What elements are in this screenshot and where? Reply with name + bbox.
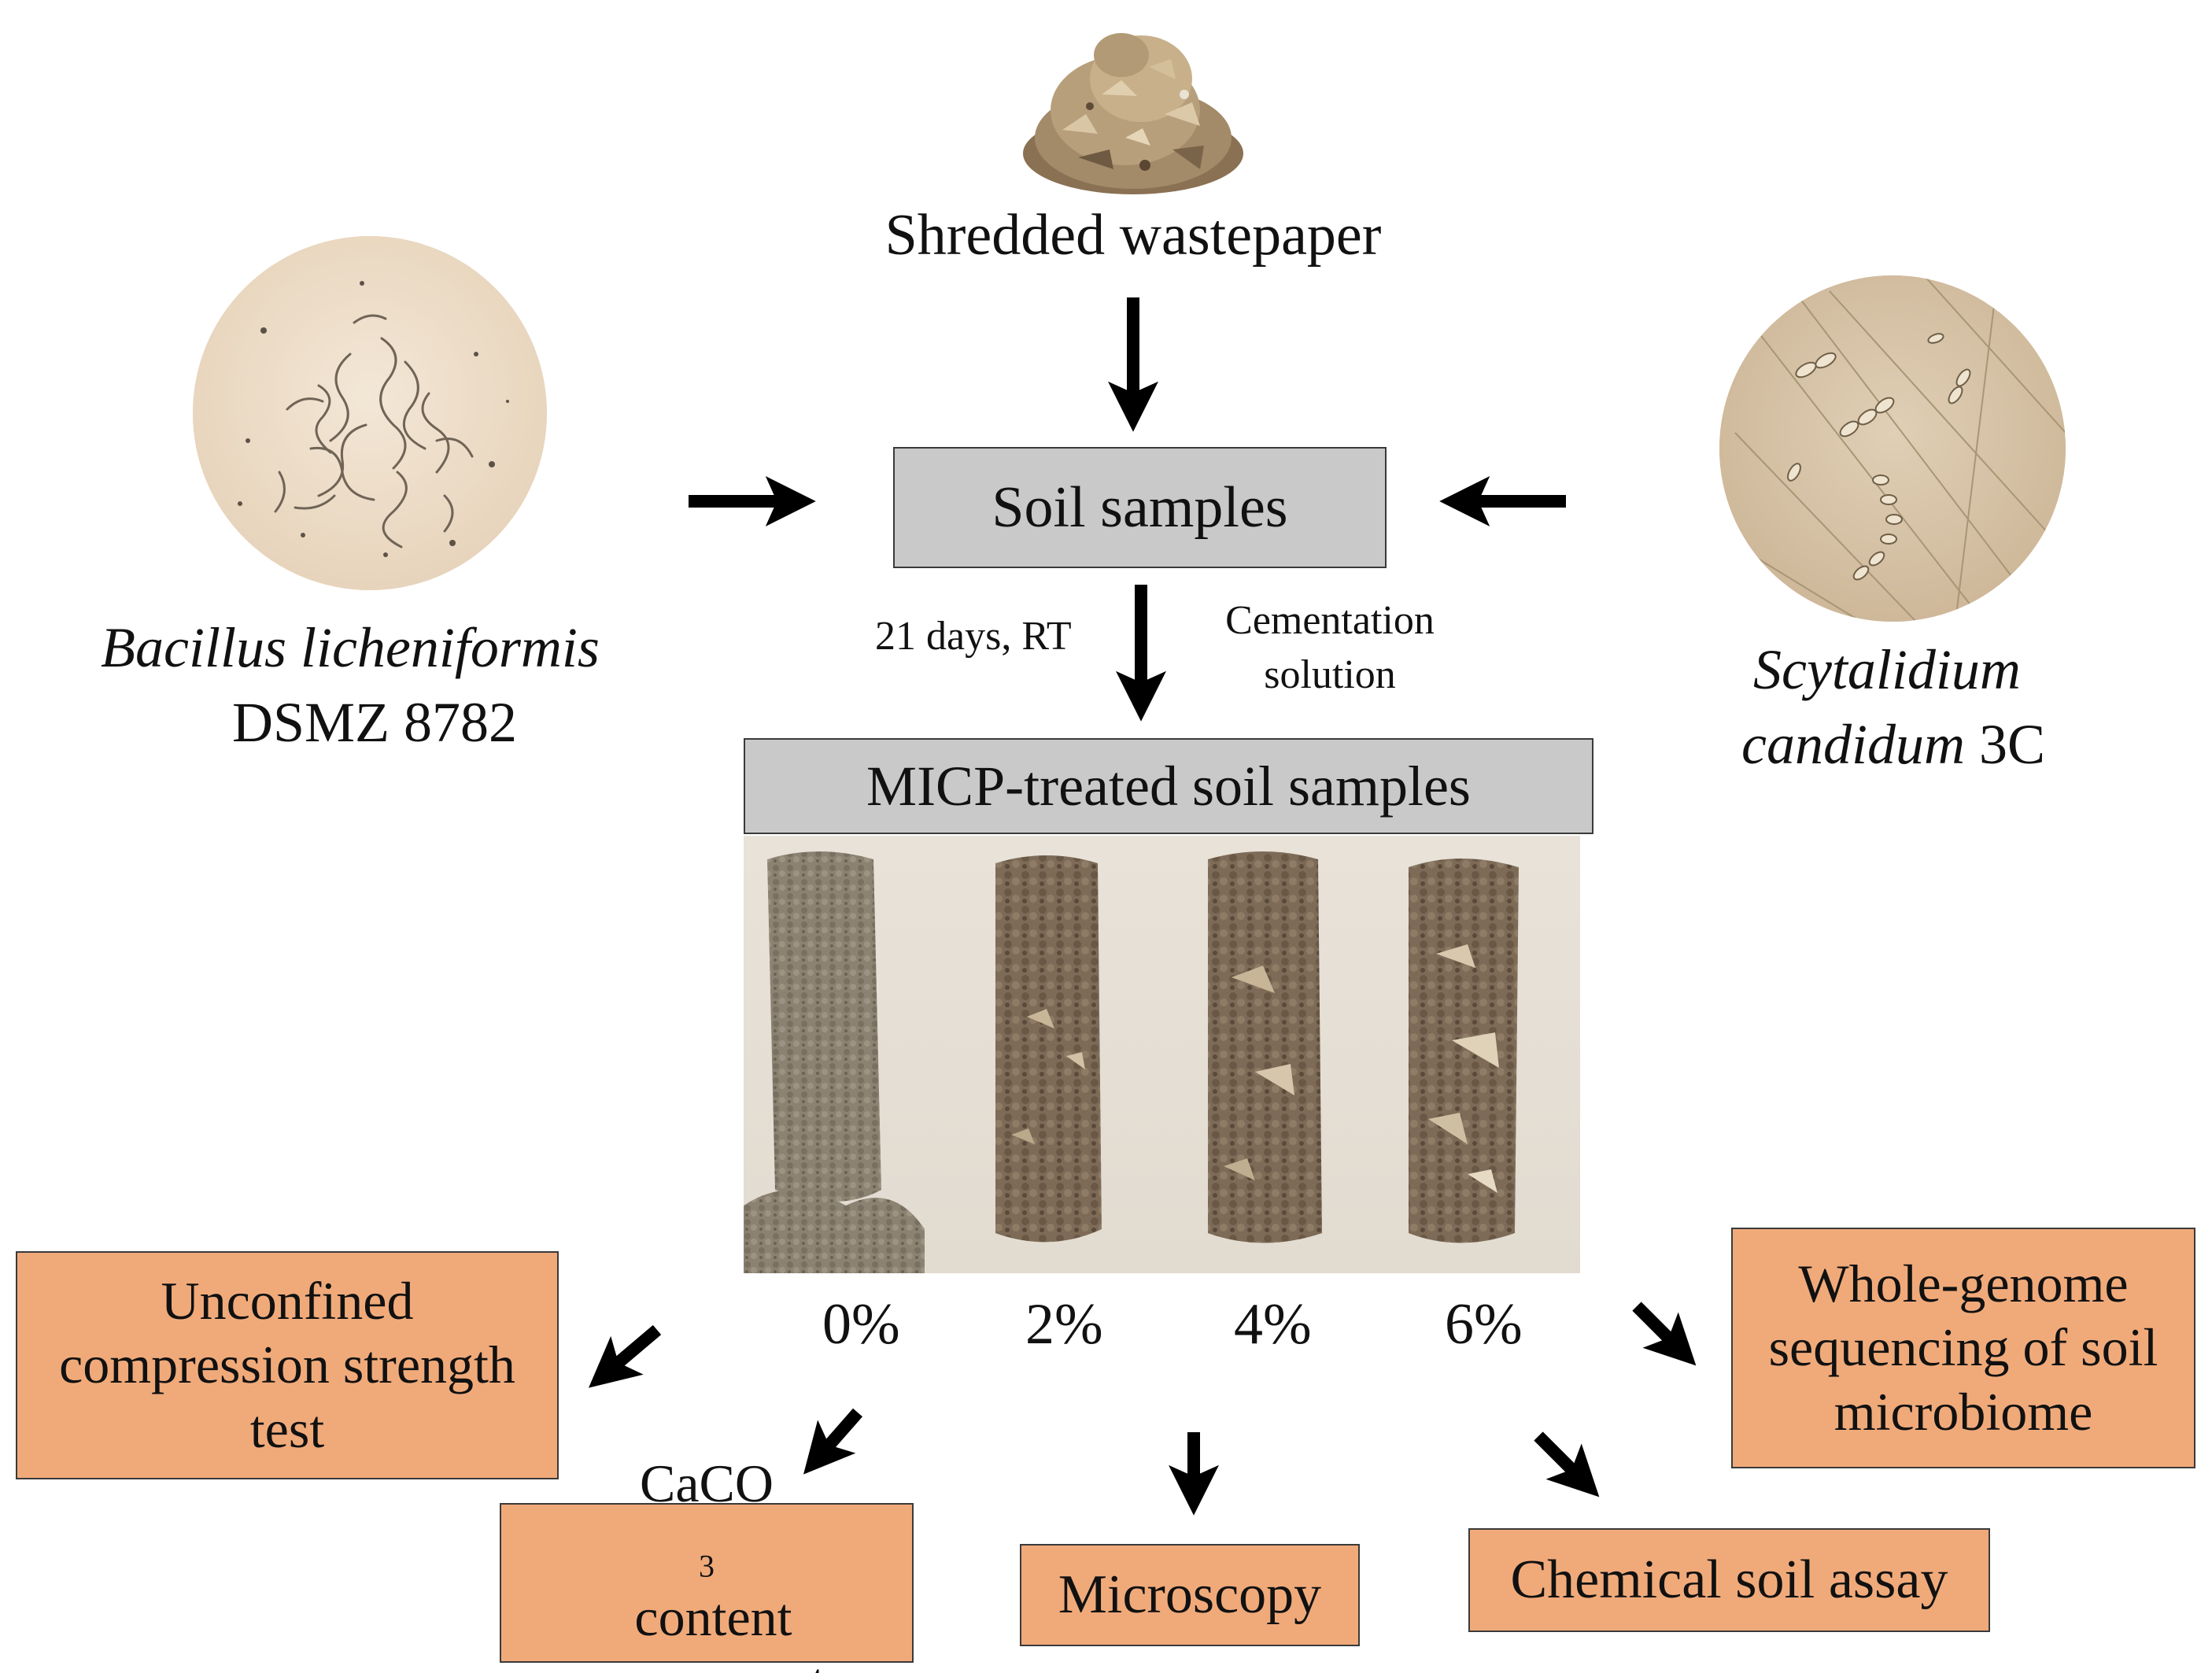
cylinder-6-percent — [1409, 859, 1519, 1243]
cementation-note-line1: Cementation — [1225, 598, 1435, 643]
cementation-note-line2: solution — [1264, 652, 1396, 697]
percent-label-6: 6% — [1445, 1292, 1523, 1357]
bacillus-name: Bacillus licheniformis — [101, 616, 600, 679]
microscopy-box: Microscopy — [1020, 1544, 1360, 1646]
arrow-to-chemical — [1534, 1431, 1600, 1498]
scytalidium-micrograph — [1719, 275, 2066, 622]
caco3-suffix: content — [621, 1587, 792, 1647]
soil-samples-box: Soil samples — [893, 447, 1387, 568]
soil-cylinders-photo — [744, 836, 1580, 1273]
percent-label-2: 2% — [1025, 1292, 1103, 1357]
scytalidium-strain: 3C — [1978, 713, 2045, 776]
percent-label-4: 4% — [1234, 1292, 1312, 1357]
percent-label-0: 0% — [822, 1292, 900, 1357]
scytalidium-genus: Scytalidium — [1753, 638, 2021, 701]
chemical-assay-label: Chemical soil assay — [1510, 1549, 1948, 1610]
arrow-to-ucs — [589, 1324, 662, 1388]
treatment-time-note: 21 days, RT — [875, 614, 1072, 659]
cylinder-2-percent — [995, 855, 1102, 1243]
shredded-wastepaper-image — [1015, 20, 1251, 197]
wgs-line-3: microbiome — [1833, 1381, 2093, 1442]
caco3-subscript: 3 — [699, 1549, 715, 1584]
microscopy-label: Microscopy — [1058, 1564, 1322, 1625]
wgs-box: Whole-genome sequencing of soil microbio… — [1731, 1228, 2195, 1468]
shredded-wastepaper-label: Shredded wastepaper — [884, 203, 1382, 268]
chemical-assay-box: Chemical soil assay — [1468, 1528, 1990, 1632]
bacillus-strain: DSMZ 8782 — [232, 691, 518, 754]
micp-treated-box: MICP-treated soil samples — [744, 738, 1593, 834]
ucs-line-2: compression strength — [59, 1335, 515, 1395]
caco3-line-1: CaCO 3 content — [621, 1452, 792, 1650]
wgs-line-2: sequencing of soil — [1768, 1317, 2158, 1378]
arrow-to-caco3 — [803, 1408, 863, 1475]
bacillus-micrograph — [193, 236, 547, 590]
ucs-line-3: test — [249, 1398, 325, 1459]
caco3-line-2: assessment — [588, 1650, 825, 1673]
scytalidium-species-line: candidum 3C — [1741, 716, 2045, 773]
arrow-to-wgs — [1632, 1302, 1697, 1366]
soil-samples-label: Soil samples — [992, 475, 1288, 540]
wgs-line-1: Whole-genome — [1798, 1253, 2129, 1313]
micp-treated-label: MICP-treated soil samples — [866, 754, 1471, 818]
caco3-prefix: CaCO — [640, 1453, 774, 1513]
caco3-assessment-box: CaCO 3 content assessment — [500, 1453, 914, 1673]
scytalidium-species: candidum — [1741, 713, 1965, 776]
cylinder-4-percent — [1208, 851, 1322, 1243]
cylinder-0-percent — [744, 851, 925, 1273]
ucs-line-1: Unconfined — [161, 1270, 414, 1331]
ucs-test-box: Unconfined compression strength test — [16, 1251, 559, 1479]
